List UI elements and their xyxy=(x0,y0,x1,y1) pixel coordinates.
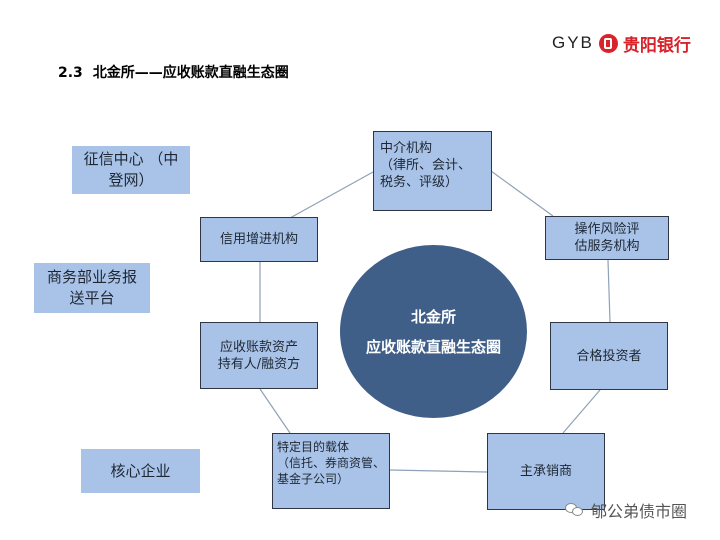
bank-emblem-icon xyxy=(598,33,618,53)
bank-logo: GYB 贵阳银行 xyxy=(552,30,691,56)
asset-holder-node: 应收账款资产 持有人/融资方 xyxy=(200,322,318,389)
credit-enhancement-label: 信用增进机构 xyxy=(219,232,298,247)
spv-node: 特定目的载体 （信托、券商资管、 基金子公司） xyxy=(272,433,390,509)
qualified-investor-label: 合格投资者 xyxy=(576,348,642,364)
title-text: 北金所——应收账款直融生态圈 xyxy=(92,65,289,81)
underwriter-label: 主承销商 xyxy=(519,464,572,479)
credit-center-label: 征信中心 （中 登网） xyxy=(83,150,179,189)
credit-enhancement-node: 信用增进机构 xyxy=(200,217,318,262)
connector-underwriter-spv xyxy=(389,469,488,473)
qualified-investor-node: 合格投资者 xyxy=(550,322,668,390)
risk-assessment-label: 操作风险评 估服务机构 xyxy=(574,222,640,254)
connector-intermediary-risk xyxy=(490,170,554,217)
slide-title: 2.3 北金所——应收账款直融生态圈 xyxy=(58,62,289,82)
center-line-2: 应收账款直融生态圈 xyxy=(365,337,501,356)
section-number: 2.3 xyxy=(58,65,83,81)
risk-assessment-node: 操作风险评 估服务机构 xyxy=(545,216,669,260)
center-line-1: 北金所 xyxy=(410,307,456,326)
ecosystem-center-circle: 北金所 应收账款直融生态圈 xyxy=(340,245,527,418)
connector-spv-holder xyxy=(259,388,291,434)
mofcom-platform-box: 商务部业务报 送平台 xyxy=(34,263,150,313)
mofcom-platform-label: 商务部业务报 送平台 xyxy=(46,268,137,307)
credit-center-box: 征信中心 （中 登网） xyxy=(72,146,190,194)
logo-latin: GYB xyxy=(552,33,594,52)
core-enterprise-label: 核心企业 xyxy=(110,461,171,480)
watermark-text: 郇公弟债市圈 xyxy=(591,502,688,521)
intermediary-label: 中介机构 （律所、会计、 税务、评级） xyxy=(380,141,472,190)
asset-holder-label: 应收账款资产 持有人/融资方 xyxy=(217,339,301,372)
spv-label: 特定目的载体 （信托、券商资管、 基金子公司） xyxy=(277,440,386,486)
connector-risk-investor xyxy=(607,259,611,323)
core-enterprise-box: 核心企业 xyxy=(81,449,200,493)
intermediary-node: 中介机构 （律所、会计、 税务、评级） xyxy=(373,131,492,211)
wechat-icon xyxy=(565,502,585,518)
wechat-watermark: 郇公弟债市圈 xyxy=(565,498,687,522)
logo-chinese: 贵阳银行 xyxy=(622,35,691,56)
connector-credit-intermediary xyxy=(289,171,374,219)
connector-investor-underwriter xyxy=(562,389,601,434)
underwriter-node: 主承销商 xyxy=(487,433,605,510)
